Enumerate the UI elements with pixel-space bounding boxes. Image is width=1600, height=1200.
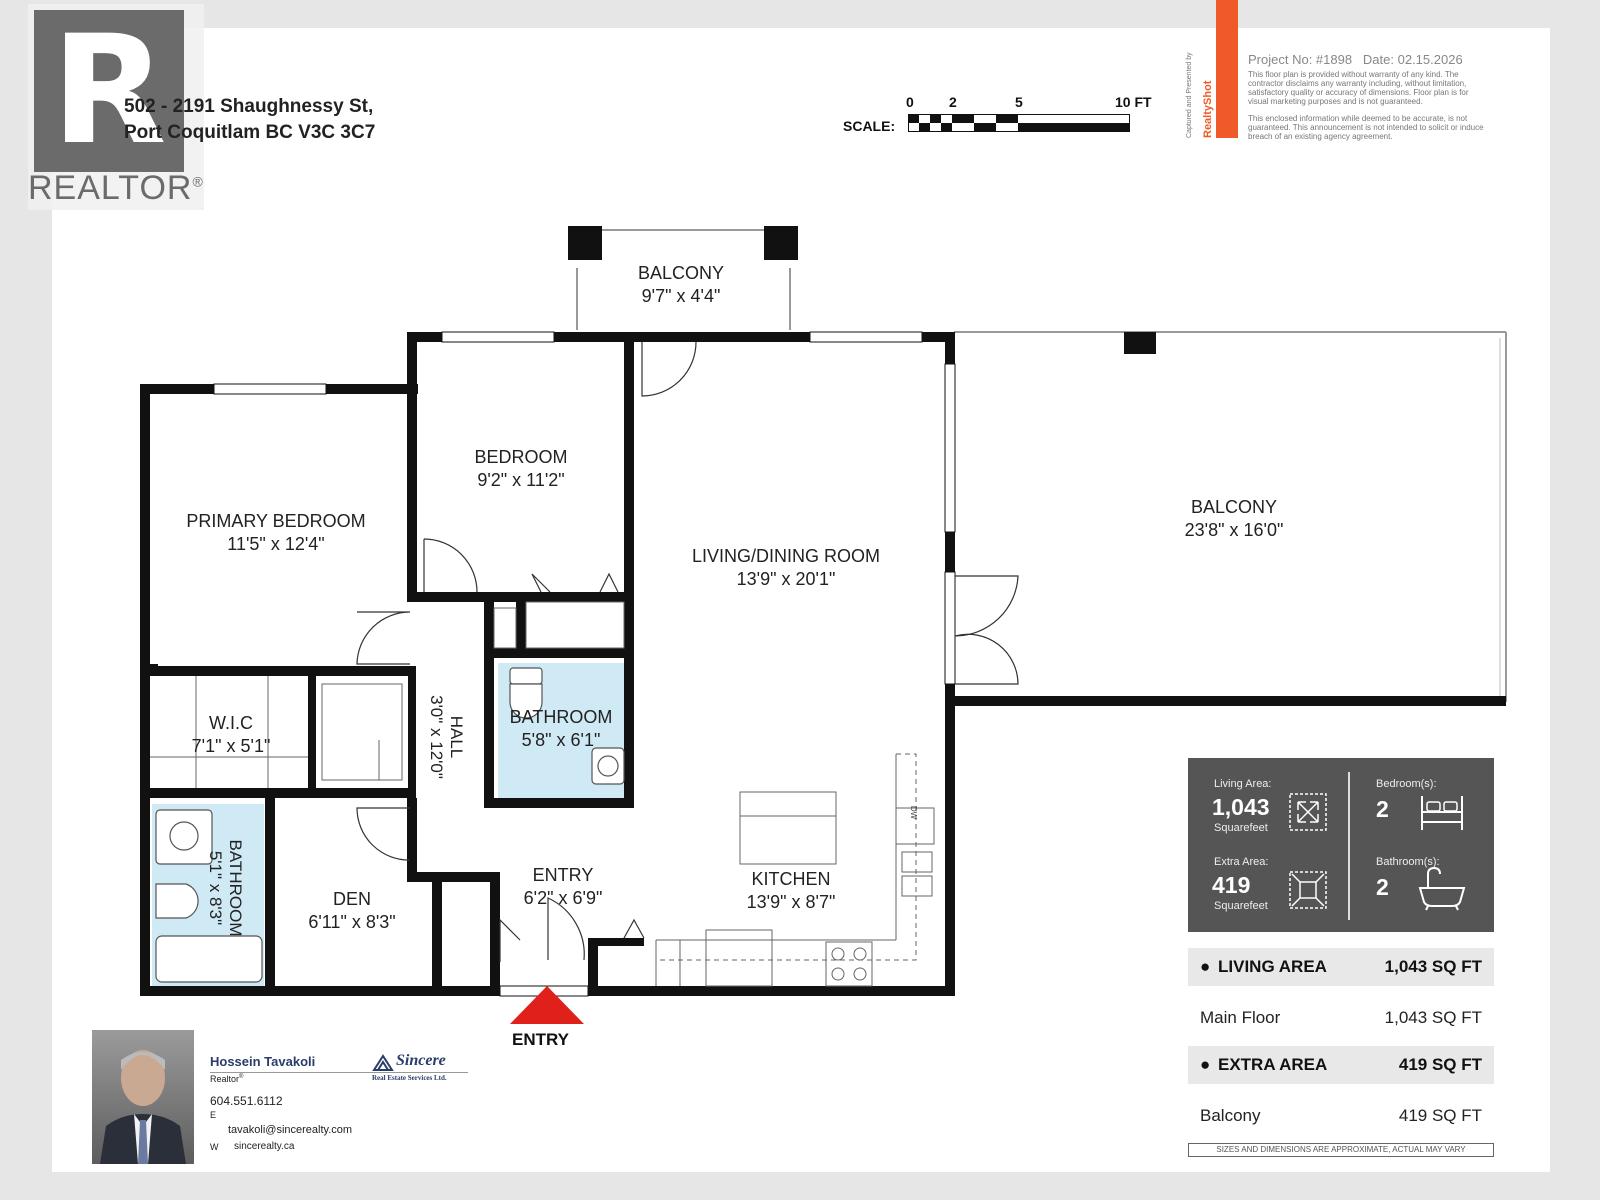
bathrooms-value: 2 — [1376, 874, 1389, 900]
scale-tick-2: 2 — [949, 94, 957, 110]
main-floor-row: Main Floor 1,043 SQ FT — [1188, 1000, 1494, 1036]
stats-divider — [1348, 772, 1350, 920]
dishwasher-label: DW — [909, 805, 919, 820]
extra-area-label: Extra Area: — [1214, 856, 1269, 868]
realtor-logo-box — [34, 10, 184, 172]
balcony-value: 419 SQ FT — [1398, 1106, 1482, 1125]
approximation-footnote: SIZES AND DIMENSIONS ARE APPROXIMATE, AC… — [1188, 1143, 1494, 1157]
living-area-header: ● LIVING AREA 1,043 SQ FT — [1188, 948, 1494, 986]
expand-area-icon — [1289, 793, 1327, 831]
main-floor-value: 1,043 SQ FT — [1384, 1008, 1482, 1027]
company-name: Sincere — [396, 1052, 446, 1069]
shelving — [150, 601, 625, 788]
living-area-title: LIVING AREA — [1218, 957, 1327, 976]
living-area-label: Living Area: — [1214, 778, 1272, 790]
balcony-label: Balcony — [1200, 1106, 1261, 1125]
disclaimer-2: This enclosed information while deemed t… — [1248, 114, 1484, 141]
scale-label: SCALE: — [843, 118, 896, 134]
living-area-total: 1,043 SQ FT — [1384, 957, 1482, 976]
living-area-unit: Squarefeet — [1214, 822, 1268, 834]
extra-area-icon — [1289, 871, 1327, 909]
bedrooms-value: 2 — [1376, 796, 1389, 822]
agent-phone[interactable]: 604.551.6112 — [210, 1094, 283, 1108]
bathroom-fixtures — [155, 667, 625, 983]
balcony-row: Balcony 419 SQ FT — [1188, 1098, 1494, 1134]
agent-divider — [210, 1072, 468, 1073]
address-line-1: 502 - 2191 Shaughnessy St, — [124, 96, 374, 117]
sincere-logo-icon — [372, 1054, 394, 1071]
scale-tick-5: 5 — [1015, 94, 1023, 110]
entry-marker-label: ENTRY — [512, 1030, 569, 1049]
agent-website[interactable]: sincerealty.ca — [234, 1141, 295, 1152]
top-balcony — [568, 226, 798, 330]
door-swings — [356, 341, 1019, 962]
agent-portrait-icon — [100, 1050, 186, 1164]
realtyshot-accent-bar — [1216, 0, 1238, 138]
scale-bar — [908, 114, 1130, 132]
living-area-value: 1,043 — [1212, 794, 1270, 820]
scale-tick-0: 0 — [906, 94, 914, 110]
extra-area-header: ● EXTRA AREA 419 SQ FT — [1188, 1046, 1494, 1084]
kitchen-fixtures — [655, 753, 935, 987]
disclaimer-1: This floor plan is provided without warr… — [1248, 70, 1469, 106]
stats-panel: Living Area: 1,043 Squarefeet Bedroom(s)… — [1188, 758, 1494, 932]
project-info: Project No: #1898 Date: 02.15.2026 — [1248, 52, 1463, 67]
entry-arrow — [510, 986, 584, 1024]
scale-tick-10: 10 FT — [1115, 94, 1152, 110]
extra-area-total: 419 SQ FT — [1398, 1055, 1482, 1074]
agent-title: Realtor® — [210, 1074, 244, 1084]
project-date: Date: 02.15.2026 — [1362, 52, 1463, 67]
bedrooms-label: Bedroom(s): — [1376, 778, 1437, 790]
agent-email-label: E — [210, 1110, 217, 1120]
extra-area-unit: Squarefeet — [1214, 900, 1268, 912]
extra-area-title: EXTRA AREA — [1218, 1055, 1328, 1074]
project-number: Project No: #1898 — [1248, 52, 1353, 67]
property-address: 502 - 2191 Shaughnessy St, Port Coquitla… — [124, 94, 375, 146]
agent-name: Hossein Tavakoli — [210, 1054, 316, 1069]
bathtub-icon — [1418, 866, 1466, 911]
address-line-2: Port Coquitlam BC V3C 3C7 — [124, 122, 376, 143]
main-floor-label: Main Floor — [1200, 1008, 1281, 1027]
company-subtitle: Real Estate Services Ltd. — [372, 1074, 447, 1082]
big-balcony-railing — [954, 331, 1507, 702]
agent-email[interactable]: tavakoli@sincerealty.com — [228, 1124, 353, 1136]
agent-photo — [92, 1030, 194, 1164]
extra-area-value: 419 — [1212, 872, 1251, 898]
realtor-logo-text: REALTOR® — [28, 169, 204, 207]
agent-website-label: W — [210, 1142, 219, 1152]
realtor-logo-letter: R — [51, 4, 167, 178]
bed-icon — [1421, 796, 1463, 830]
realtor-watermark: R REALTOR® — [28, 4, 204, 210]
bathrooms-label: Bathroom(s): — [1376, 856, 1440, 868]
